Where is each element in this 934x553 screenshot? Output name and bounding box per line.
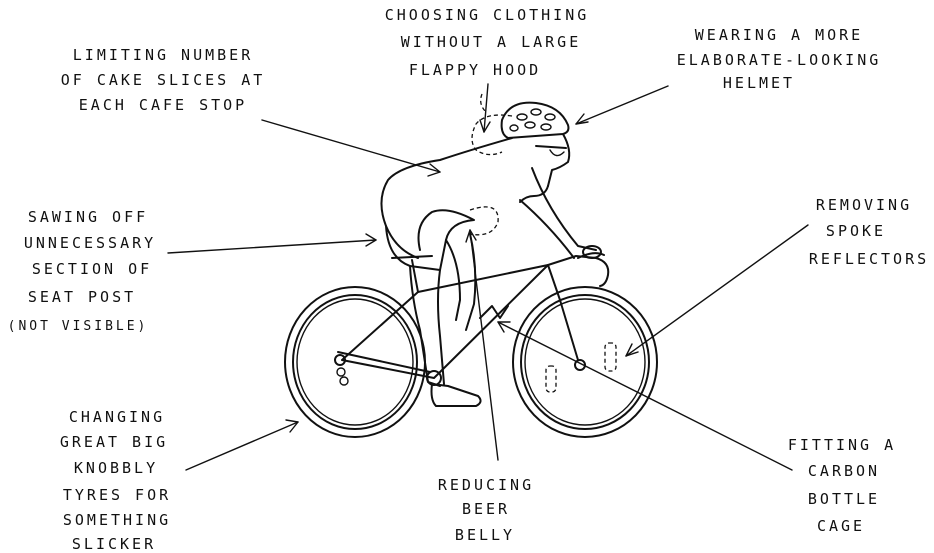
label-helmet: WEARING A MORE ELABORATE-LOOKING HELMET xyxy=(677,26,882,92)
label-reflectors: REMOVING SPOKE REFLECTORS xyxy=(809,196,929,268)
label-seatpost-line-1: SAWING OFF xyxy=(28,208,148,226)
bike-frame xyxy=(335,253,608,385)
arrow-tyres xyxy=(186,422,298,470)
bicycle xyxy=(285,253,657,437)
arrow-cage xyxy=(498,322,792,470)
arrow-cake xyxy=(262,120,440,172)
rider xyxy=(381,94,601,406)
label-belly-line-1: REDUCING xyxy=(438,476,534,494)
label-hood-line-2: WITHOUT A LARGE xyxy=(401,33,581,51)
label-helmet-line-3: HELMET xyxy=(723,74,795,92)
arrow-hood xyxy=(484,84,488,132)
label-tyres-line-6: SLICKER xyxy=(72,535,156,553)
shorts xyxy=(386,210,474,270)
shoe xyxy=(432,384,481,406)
label-tyres: CHANGING GREAT BIG KNOBBLY TYRES FOR SOM… xyxy=(60,408,171,553)
label-cage-line-4: CAGE xyxy=(817,517,865,535)
label-tyres-line-3: KNOBBLY xyxy=(74,459,158,477)
spoke-reflectors xyxy=(546,343,616,392)
arrow-reflectors xyxy=(626,225,808,356)
arrow-helmet xyxy=(576,86,668,124)
label-tyres-line-4: TYRES FOR xyxy=(63,486,171,504)
label-reflectors-line-3: REFLECTORS xyxy=(809,250,929,268)
arrow-seatpost xyxy=(168,240,376,253)
label-belly: REDUCING BEER BELLY xyxy=(438,476,534,544)
label-cage: FITTING A CARBON BOTTLE CAGE xyxy=(788,436,896,535)
label-reflectors-line-1: REMOVING xyxy=(816,196,912,214)
label-hood-line-3: FLAPPY HOOD xyxy=(409,61,541,79)
label-seatpost-line-2: UNNECESSARY xyxy=(24,234,156,252)
label-tyres-line-2: GREAT BIG xyxy=(60,433,168,451)
arrow-belly xyxy=(470,230,498,460)
arm xyxy=(532,168,596,250)
label-cage-line-2: CARBON xyxy=(808,462,880,480)
label-tyres-line-1: CHANGING xyxy=(69,408,165,426)
leg-front xyxy=(446,240,460,320)
label-reflectors-line-2: SPOKE xyxy=(826,222,886,240)
label-hood-line-1: CHOOSING CLOTHING xyxy=(385,6,590,24)
label-cake-line-3: EACH CAFE STOP xyxy=(79,96,247,114)
label-seatpost-line-3: SECTION OF xyxy=(32,260,152,278)
label-helmet-line-2: ELABORATE-LOOKING xyxy=(677,51,882,69)
label-tyres-line-5: SOMETHING xyxy=(63,511,171,529)
label-seatpost-line-5: (NOT VISIBLE) xyxy=(8,319,149,334)
label-cake: LIMITING NUMBER OF CAKE SLICES AT EACH C… xyxy=(61,46,266,114)
helmet xyxy=(502,103,569,138)
label-belly-line-3: BELLY xyxy=(455,526,515,544)
label-hood: CHOOSING CLOTHING WITHOUT A LARGE FLAPPY… xyxy=(385,6,590,79)
label-helmet-line-1: WEARING A MORE xyxy=(695,26,863,44)
label-cake-line-1: LIMITING NUMBER xyxy=(73,46,253,64)
label-belly-line-2: BEER xyxy=(462,500,510,518)
label-seatpost: SAWING OFF UNNECESSARY SECTION OF SEAT P… xyxy=(8,208,157,334)
label-cake-line-2: OF CAKE SLICES AT xyxy=(61,71,266,89)
label-cage-line-3: BOTTLE xyxy=(808,490,880,508)
label-seatpost-line-4: SEAT POST xyxy=(28,288,136,306)
label-cage-line-1: FITTING A xyxy=(788,436,896,454)
